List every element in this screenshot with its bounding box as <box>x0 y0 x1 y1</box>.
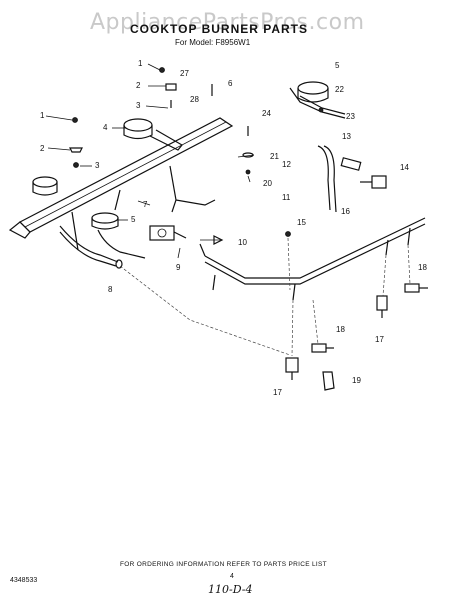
callout-24: 24 <box>262 109 271 118</box>
callout-labels: 1 2 27 3 28 6 5 22 23 1 2 4 3 24 21 20 1… <box>40 59 427 397</box>
burner-head-part-5-upper <box>289 81 346 119</box>
valve-part-17-right <box>376 295 388 318</box>
callout-15: 15 <box>297 218 306 227</box>
callout-23: 23 <box>346 112 355 121</box>
fitting-part-14 <box>360 175 387 189</box>
callout-1b: 1 <box>40 111 45 120</box>
callout-leaders <box>45 63 255 259</box>
callout-22: 22 <box>335 85 344 94</box>
callout-7: 7 <box>143 200 148 209</box>
callout-18a: 18 <box>418 263 427 272</box>
burner-head-left-front <box>32 176 58 196</box>
dashed-assembly-lines <box>119 237 411 357</box>
valve-part-17-lower <box>285 357 299 380</box>
burner-support-bar <box>8 117 234 239</box>
callout-3b: 3 <box>95 161 100 170</box>
callout-17b: 17 <box>273 388 282 397</box>
callout-19: 19 <box>352 376 361 385</box>
valve-part-18-right <box>404 283 428 293</box>
ordering-footer-note: FOR ORDERING INFORMATION REFER TO PARTS … <box>120 561 327 568</box>
callout-16: 16 <box>341 207 350 216</box>
callout-5b: 5 <box>131 215 136 224</box>
valve-part-18-lower <box>311 343 334 353</box>
watermark: AppliancePartsPros.com <box>90 10 365 35</box>
knob-part-19 <box>322 371 335 391</box>
model-line: For Model: F8956W1 <box>175 38 251 47</box>
callout-4: 4 <box>103 123 108 132</box>
handwritten-note: 110-D-4 <box>208 583 253 596</box>
callout-28: 28 <box>190 95 199 104</box>
callout-14: 14 <box>400 163 409 172</box>
burner-head-part-4 <box>123 118 183 151</box>
callout-20: 20 <box>263 179 272 188</box>
callout-12: 12 <box>282 160 291 169</box>
gas-valve-part-9 <box>149 225 187 241</box>
manifold-pipe-part-16 <box>199 217 426 301</box>
callout-5a: 5 <box>335 61 340 70</box>
callout-9: 9 <box>176 263 181 272</box>
callout-8: 8 <box>108 285 113 294</box>
diagram-title: COOKTOP BURNER PARTS <box>130 22 309 36</box>
callout-11: 11 <box>282 193 291 202</box>
callout-2a: 2 <box>136 81 141 90</box>
callout-3a: 3 <box>136 101 141 110</box>
callout-6: 6 <box>228 79 233 88</box>
callout-21: 21 <box>270 152 279 161</box>
bar-supports <box>71 165 216 251</box>
flex-tube-part-12 <box>317 145 337 213</box>
callout-1a: 1 <box>138 59 143 68</box>
fitting-part-13 <box>340 157 362 171</box>
callout-18b: 18 <box>336 325 345 334</box>
callout-13: 13 <box>342 132 351 141</box>
document-number: 4348533 <box>10 577 38 584</box>
callout-10: 10 <box>238 238 247 247</box>
page-number: 4 <box>230 573 234 580</box>
burner-head-part-5-lower <box>91 212 146 259</box>
callout-2b: 2 <box>40 144 45 153</box>
burner-tube-part-8 <box>59 225 123 269</box>
screws-and-clips <box>69 67 324 245</box>
callout-27: 27 <box>180 69 189 78</box>
callout-17a: 17 <box>375 335 384 344</box>
